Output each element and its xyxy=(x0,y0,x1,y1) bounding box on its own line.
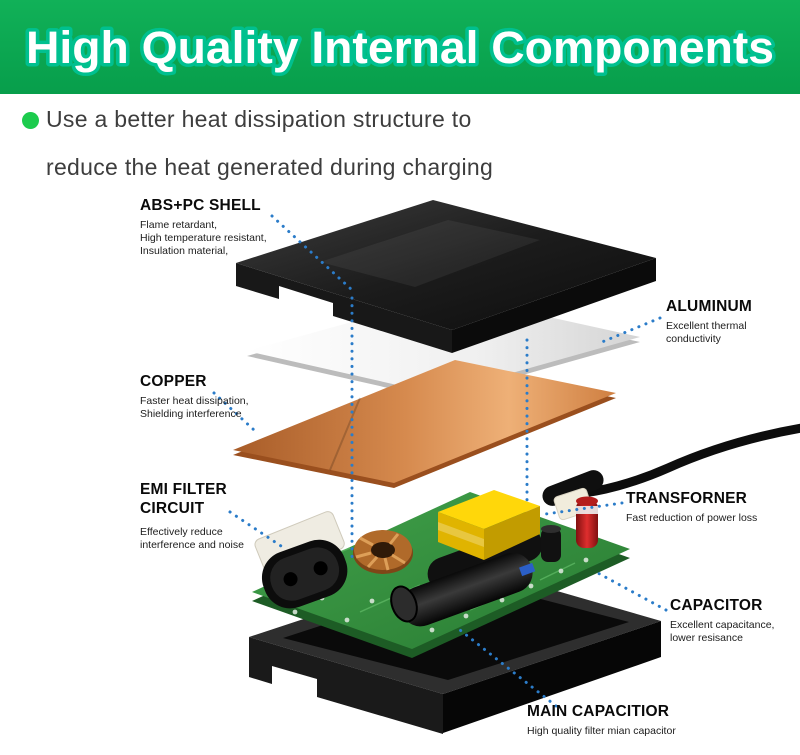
small-capacitor xyxy=(541,525,561,562)
label-transformer: TRANSFORNER Fast reduction of power loss xyxy=(626,489,757,525)
top-shell-highlight xyxy=(320,220,540,287)
page-title: High Quality Internal Components xyxy=(26,22,774,73)
copper-face xyxy=(233,360,616,483)
label-desc-line: Insulation material, xyxy=(140,245,229,257)
label-desc-line: Faster heat dissipation, xyxy=(140,395,249,407)
header-banner-art: High Quality Internal Components xyxy=(23,19,778,77)
label-desc-line: Fast reduction of power loss xyxy=(626,512,758,524)
label-desc-line: Excellent capacitance, xyxy=(670,619,775,631)
label-desc-line: Flame retardant, xyxy=(140,219,218,231)
label-desc-line: High temperature resistant, xyxy=(140,232,267,244)
ac-inlet-socket xyxy=(261,539,348,609)
label-desc-line: interference and noise xyxy=(140,539,244,551)
label-abs-shell-title: ABS+PC SHELL xyxy=(140,197,261,214)
intro-text-line1: Use a better heat dissipation structure … xyxy=(46,106,472,132)
label-copper: COPPER Faster heat dissipation, Shieldin… xyxy=(140,372,249,421)
top-shell xyxy=(236,200,656,353)
copper-sheet xyxy=(233,360,616,488)
label-desc-line: Effectively reduce xyxy=(140,526,223,538)
label-copper-title: COPPER xyxy=(140,373,207,390)
leader-lines xyxy=(212,214,668,708)
label-desc-line: High quality filter mian capacitor xyxy=(527,725,676,737)
bottom-shell-left-side xyxy=(249,637,443,734)
label-capacitor-desc: Excellent capacitance, lower resisance xyxy=(670,619,774,645)
label-desc-line: conductivity xyxy=(666,333,721,345)
label-emi-filter: EMI FILTER CIRCUIT Effectively reduce in… xyxy=(140,480,244,552)
leader-copper xyxy=(212,391,256,432)
leader-capacitor xyxy=(594,570,668,612)
intro-text-line2: reduce the heat generated during chargin… xyxy=(46,154,494,180)
label-capacitor: CAPACITOR Excellent capacitance, lower r… xyxy=(670,596,774,645)
red-capacitor xyxy=(576,496,598,548)
label-main-capacitor-desc: High quality filter mian capacitor xyxy=(527,725,676,738)
smd-component xyxy=(519,562,536,577)
leader-transformer xyxy=(544,501,624,516)
label-transformer-desc: Fast reduction of power loss xyxy=(626,512,757,525)
label-transformer-title: TRANSFORNER xyxy=(626,490,748,507)
label-aluminum-title: ALUMINUM xyxy=(666,298,752,315)
top-shell-right-side xyxy=(452,258,656,353)
label-main-capacitor-title: MAIN CAPACITIOR xyxy=(527,703,670,720)
label-desc-line: lower resisance xyxy=(670,632,743,644)
label-aluminum: ALUMINUM Excellent thermal conductivity xyxy=(666,297,752,346)
leader-aluminum xyxy=(600,316,662,344)
label-aluminum-desc: Excellent thermal conductivity xyxy=(666,320,752,346)
bullet-icon xyxy=(22,112,39,129)
copper-fold-line xyxy=(329,397,361,471)
label-emi-title-line1: EMI FILTER xyxy=(140,481,227,498)
label-emi-title-line2: CIRCUIT xyxy=(140,500,205,517)
leader-main-capacitor xyxy=(458,628,558,708)
circuit-board xyxy=(252,487,630,658)
label-abs-shell: ABS+PC SHELL Flame retardant, High tempe… xyxy=(140,196,267,258)
coil-winding xyxy=(355,533,406,571)
label-main-capacitor: MAIN CAPACITIOR High quality filter mian… xyxy=(527,702,676,738)
label-desc-line: Excellent thermal xyxy=(666,320,747,332)
cable-wire xyxy=(569,423,800,499)
toroid-coil xyxy=(353,530,413,574)
transformer-component xyxy=(438,490,540,560)
bottom-shell-right-side xyxy=(443,621,661,733)
label-copper-desc: Faster heat dissipation, Shielding inter… xyxy=(140,395,249,421)
top-shell-left-side xyxy=(236,263,452,353)
header-banner: High Quality Internal Components xyxy=(0,0,800,94)
label-emi-desc: Effectively reduce interference and nois… xyxy=(140,526,244,552)
label-capacitor-title: CAPACITOR xyxy=(670,597,763,614)
label-desc-line: Shielding interference xyxy=(140,408,242,420)
label-abs-shell-desc: Flame retardant, High temperature resist… xyxy=(140,219,267,258)
leader-emi xyxy=(228,510,286,550)
leader-abs-shell xyxy=(270,214,354,292)
top-shell-face xyxy=(236,200,656,330)
